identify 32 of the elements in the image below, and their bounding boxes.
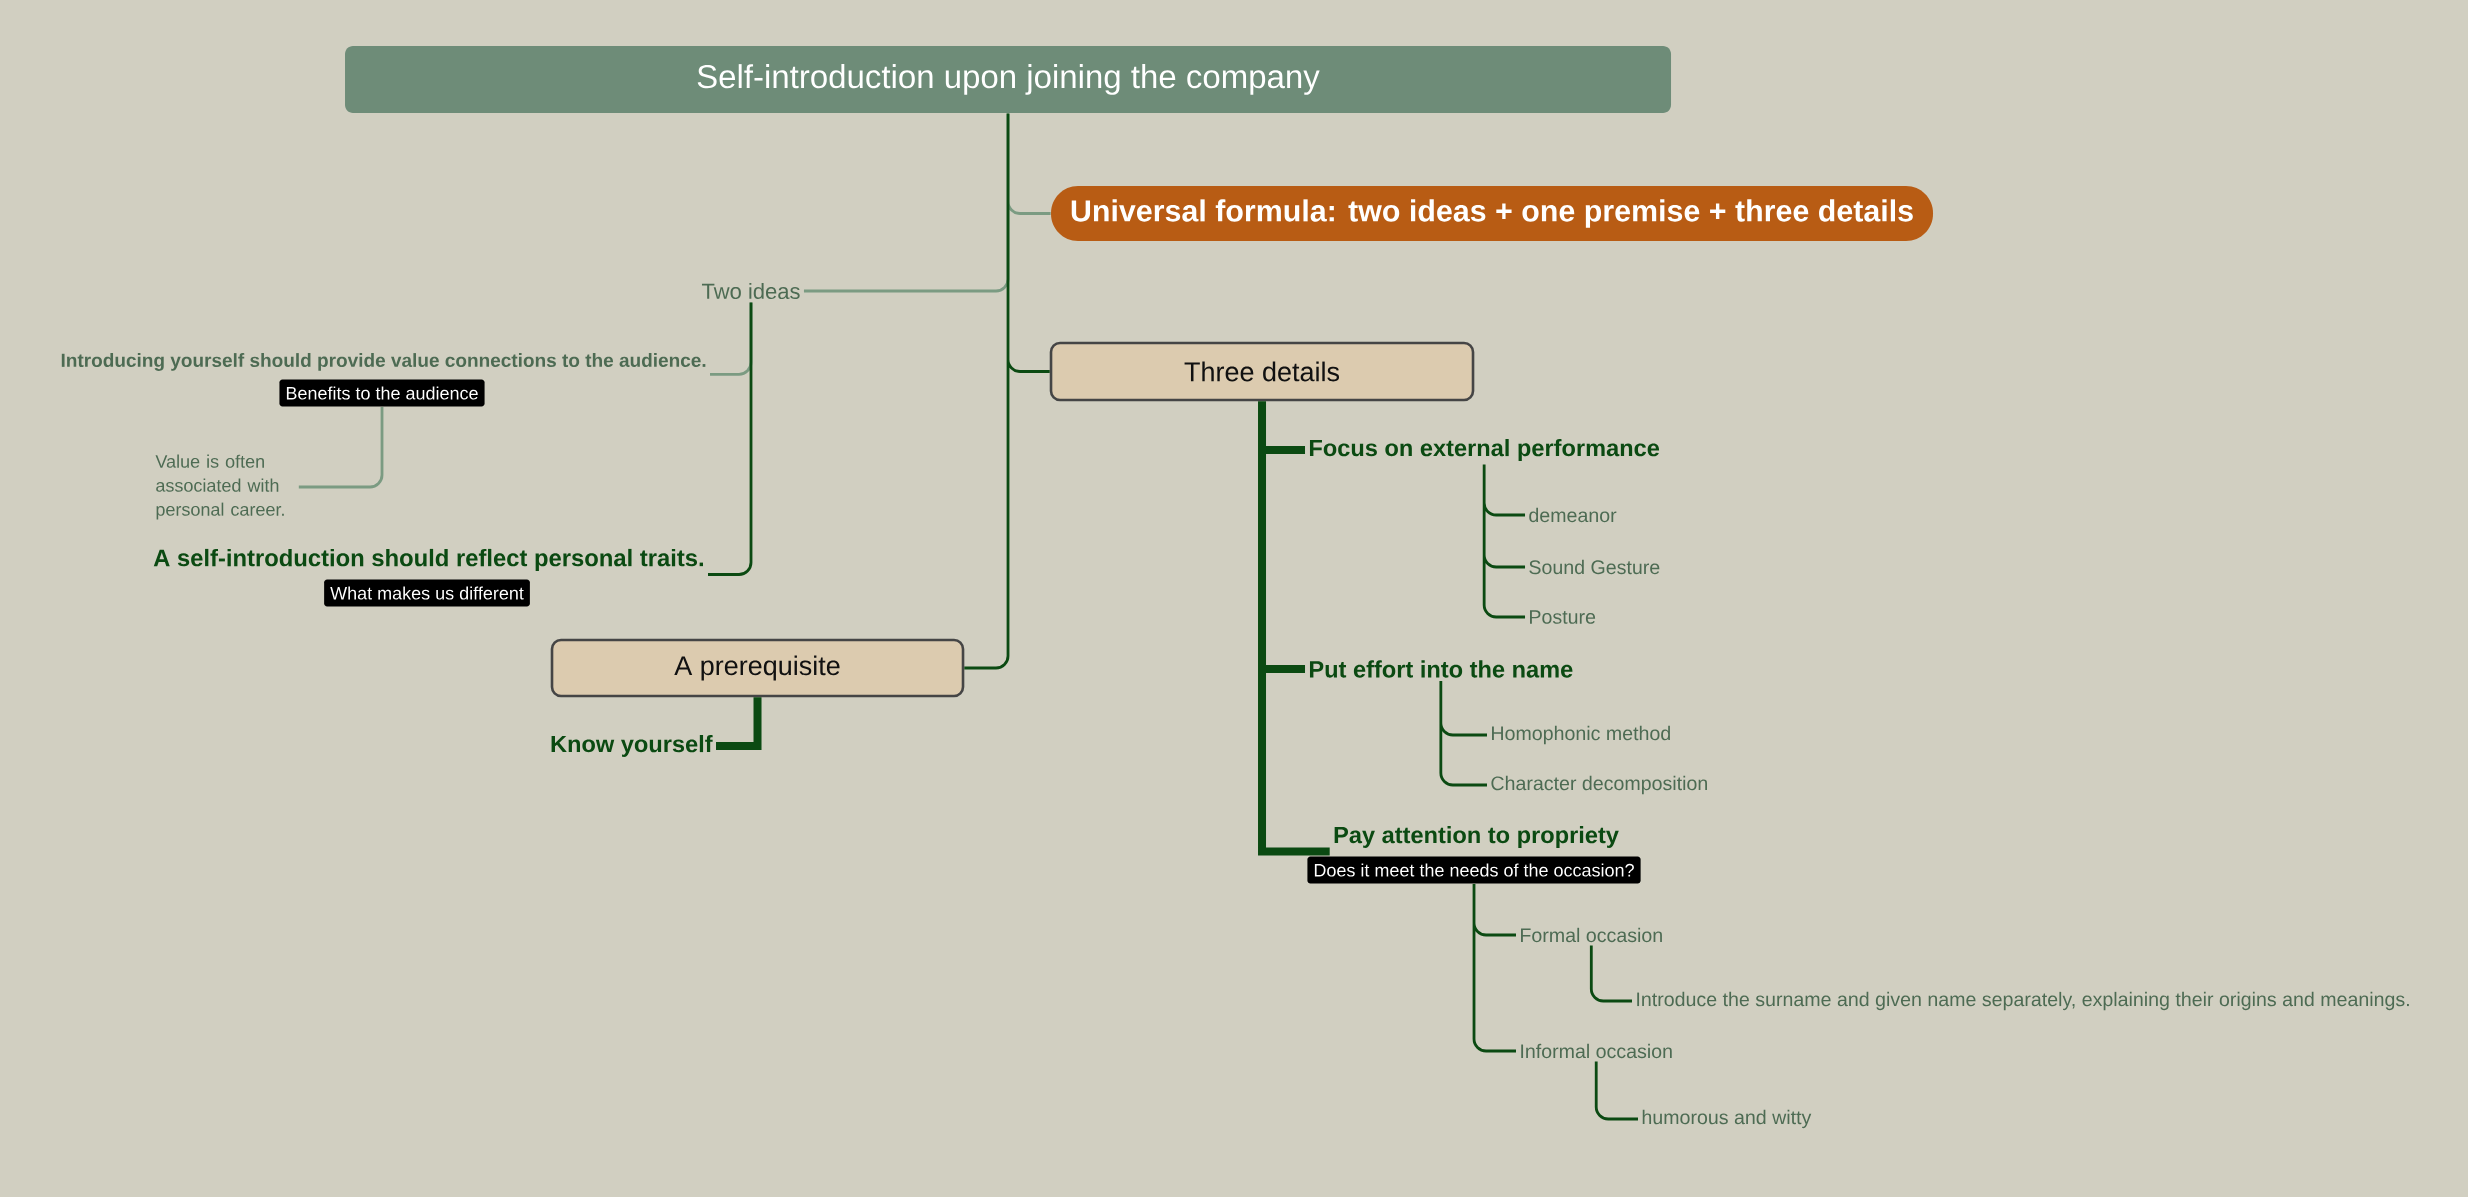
- topic-box: A prerequisite: [550, 638, 965, 698]
- leaf-text: Homophonic method: [1492, 725, 1670, 745]
- subtopic-text: Put effort into the name: [1310, 660, 1573, 678]
- leaf-text: demeanor: [1529, 507, 1617, 523]
- connector-line: [1589, 945, 1632, 1003]
- note-tag: What makes us different: [324, 579, 530, 607]
- subtopic-text: Pay attention to propriety: [1334, 826, 1619, 848]
- connector-line: [708, 302, 753, 576]
- connector-line: [1439, 679, 1489, 787]
- note-tag: Benefits to the audience: [279, 379, 485, 407]
- leaf-text: Posture: [1530, 610, 1596, 624]
- leaf-text: humorous and witty: [1642, 1109, 1812, 1129]
- subtopic-text: Introducing yourself should provide value connections to the audience.: [61, 353, 706, 371]
- subtopic-text: Focus on external performance: [1310, 439, 1660, 461]
- note-text: Value is often associated with personal career.: [155, 454, 284, 520]
- connector-line: [1594, 1061, 1638, 1121]
- connector-line: [298, 406, 384, 489]
- central-topic-box: Self-introduction upon joining the company: [345, 46, 1671, 113]
- leaf-text: Sound Gesture: [1529, 559, 1660, 575]
- subtopic-text: Two ideas: [702, 282, 800, 300]
- leaf-text: Introduce the surname and given name separately, explaining their origins and meanings.: [1637, 991, 2409, 1011]
- subtopic-text: Know yourself: [551, 735, 713, 757]
- connector-line: [962, 112, 1052, 670]
- topic-box: Three details: [1049, 341, 1475, 402]
- leaf-text: Informal occasion: [1521, 1043, 1672, 1059]
- leaf-text: Formal occasion: [1521, 927, 1662, 943]
- connector-line: [1472, 882, 1518, 1053]
- highlight-banner: Universal formula: two ideas + one premise + three details: [1051, 186, 1933, 241]
- leaf-text: Character decomposition: [1491, 775, 1707, 795]
- connector-line: [1482, 463, 1527, 619]
- subtopic-text: A self-introduction should reflect personal traits.: [153, 548, 703, 572]
- note-tag: Does it meet the needs of the occasion?: [1307, 856, 1641, 884]
